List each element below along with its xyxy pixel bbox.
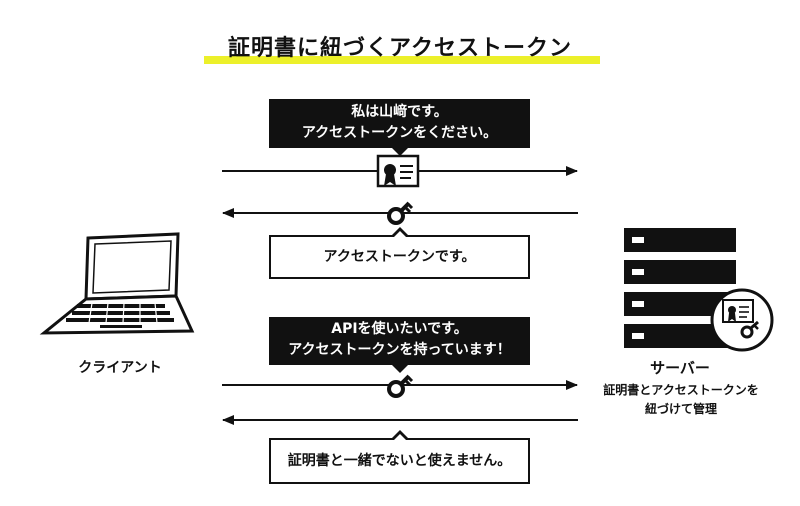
server-description-line1: 証明書とアクセストークンを [603, 383, 759, 397]
key-icon [387, 374, 414, 398]
api-request-text-line2: アクセストークンを持っています！ [288, 342, 511, 358]
title-highlight [204, 56, 600, 64]
request-text-line1: 私は山﨑です。 [351, 104, 448, 120]
laptop-icon [39, 232, 195, 335]
api-request-text-line1: APIを使いたいです。 [331, 321, 468, 337]
request-text-line2: アクセストークンをください。 [301, 125, 498, 141]
token-response-text: アクセストークンです。 [323, 249, 476, 265]
server-description-line2: 紐づけて管理 [644, 402, 717, 416]
page-title: 証明書に紐づくアクセストークン [228, 36, 572, 61]
title-container: 証明書に紐づくアクセストークン [0, 30, 800, 62]
key-icon [387, 201, 414, 225]
server-icon [624, 228, 774, 352]
client-label: クライアント [78, 360, 162, 376]
token-response-bubble: アクセストークンです。 [269, 227, 530, 279]
api-request-bubble: APIを使いたいです。 アクセストークンを持っています！ [269, 317, 530, 373]
certificate-icon [376, 154, 420, 188]
api-response-text: 証明書と一緒でないと使えません。 [287, 453, 512, 469]
api-response-bubble: 証明書と一緒でないと使えません。 [269, 430, 530, 484]
server-label: サーバー [650, 359, 710, 377]
request-bubble: 私は山﨑です。 アクセストークンをください。 [269, 99, 530, 156]
